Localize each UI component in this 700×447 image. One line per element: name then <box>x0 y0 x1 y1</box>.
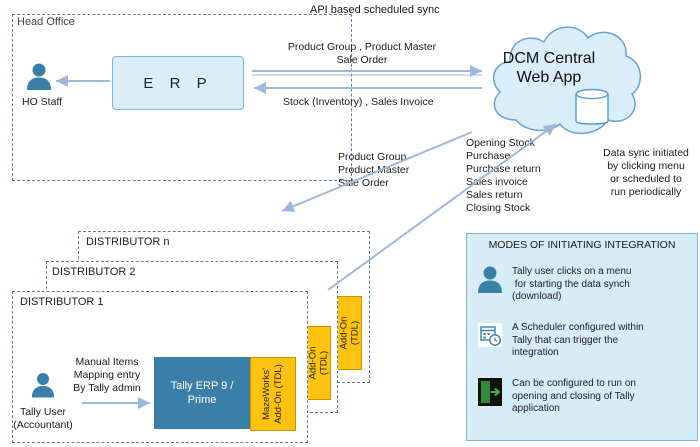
distributor-n-label: DISTRIBUTOR n <box>86 236 170 248</box>
tally-user-icon <box>31 372 55 404</box>
modes-panel: MODES OF INITIATING INTEGRATION Tally us… <box>466 233 698 441</box>
calendar-clock-icon <box>477 322 503 348</box>
tally-user-label: Tally User (Accountant) <box>13 406 73 431</box>
modes-title: MODES OF INITIATING INTEGRATION <box>488 239 676 251</box>
addon-back-2: Add-On(TDL) <box>305 326 331 400</box>
ho-staff-icon <box>26 63 52 96</box>
flow-from-cloud-label: Stock (Inventory) , Sales Invoice <box>283 96 434 108</box>
diagram-title: API based scheduled sync <box>310 4 440 16</box>
addon-back-n: Add-On(TDL) <box>336 296 362 370</box>
mode-menu-text: Tally user clicks on a menu for starting… <box>512 266 632 302</box>
flow-to-cloud-label: Product Group , Product Master Sale Orde… <box>287 41 437 66</box>
sync-note: Data sync initiated by clicking menu or … <box>603 147 689 198</box>
erp-box: E R P <box>112 56 244 110</box>
database-icon <box>574 88 610 133</box>
distributor-1-label: DISTRIBUTOR 1 <box>20 296 104 308</box>
mode-item-menu: Tally user clicks on a menu for starting… <box>477 266 632 304</box>
mode-scheduler-text: A Scheduler configured within Tally that… <box>512 322 644 358</box>
addon-main: MazeWorks'Add-On (TDL) <box>250 357 296 431</box>
user-icon <box>477 266 503 293</box>
distributor-2-label: DISTRIBUTOR 2 <box>52 266 136 278</box>
exit-door-icon <box>477 378 503 406</box>
manual-mapping-label: Manual Items Mapping entry By Tally admi… <box>73 356 141 394</box>
mode-item-scheduler: A Scheduler configured within Tally that… <box>477 322 644 360</box>
head-office-label: Head Office <box>17 16 75 28</box>
arrow-cloud-to-distributor <box>281 131 473 212</box>
mode-item-open-close: Can be configured to run on opening and … <box>477 378 636 416</box>
tally-erp-box: Tally ERP 9 /Prime <box>154 357 250 429</box>
arrow-distributor-to-cloud <box>327 123 557 291</box>
cloud-title: DCM Central Web App <box>502 50 596 86</box>
ho-staff-label: HO Staff <box>22 96 63 108</box>
flow-from-distributor-label: Opening Stock Purchase Purchase return S… <box>466 137 541 214</box>
mode-open-close-text: Can be configured to run on opening and … <box>512 378 636 414</box>
flow-to-distributor-label: Product Group Product Master Sale Order <box>338 151 410 189</box>
